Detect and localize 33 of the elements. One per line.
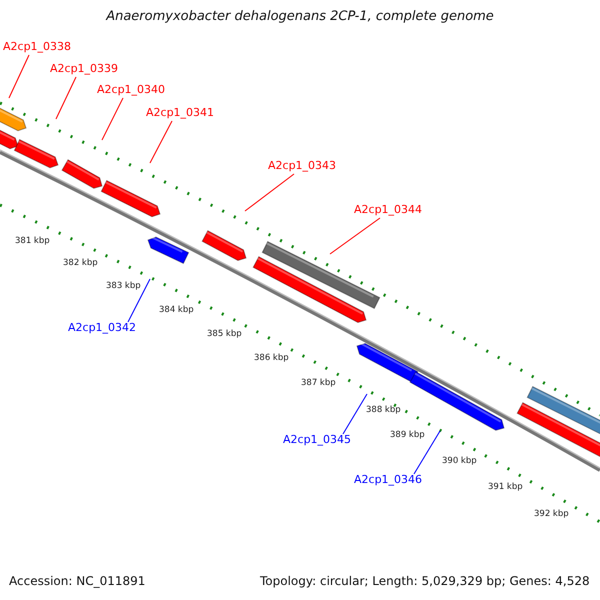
leader-line	[8, 54, 30, 98]
gene-label: A2cp1_0344	[354, 203, 422, 216]
gene-label: A2cp1_0340	[97, 83, 166, 96]
leader-line	[56, 76, 76, 120]
scale-label: 384 kbp	[159, 305, 194, 315]
leader-line	[330, 218, 380, 254]
gene-label: A2cp1_0338	[3, 40, 72, 53]
footer-text: Topology: circular; Length: 5,029,329 bp; Genes: 4,528	[260, 574, 590, 588]
scale-label: 381 kbp	[15, 236, 50, 246]
gene-label: A2cp1_0345	[283, 433, 352, 446]
scale-label: 391 kbp	[488, 482, 523, 492]
gene-label: A2cp1_0339	[50, 62, 118, 75]
scale-label: 390 kbp	[442, 456, 477, 466]
gene-label: A2cp1_0346	[354, 473, 422, 486]
leader-line	[150, 120, 172, 164]
footer-text: Accession: NC_011891	[9, 574, 146, 588]
scale-label: 385 kbp	[207, 329, 242, 339]
leader-line	[244, 174, 294, 212]
scale-label: 386 kbp	[254, 353, 289, 363]
map-title: Anaeromyxobacter dehalogenans 2CP-1, complete genome	[104, 9, 495, 24]
scale-label: 388 kbp	[366, 405, 401, 415]
leader-line	[414, 430, 440, 474]
leader-line	[128, 278, 150, 322]
scale-label: 387 kbp	[301, 378, 336, 388]
leader-line	[102, 98, 124, 140]
scale-label: 389 kbp	[390, 430, 425, 440]
gene-label: A2cp1_0342	[68, 321, 136, 334]
gene-label: A2cp1_0341	[146, 106, 214, 119]
leader-line	[342, 394, 368, 434]
scale-label: 383 kbp	[106, 281, 141, 291]
scale-label: 382 kbp	[63, 258, 98, 268]
scale-label: 392 kbp	[534, 509, 569, 519]
gene-label: A2cp1_0343	[268, 159, 336, 172]
